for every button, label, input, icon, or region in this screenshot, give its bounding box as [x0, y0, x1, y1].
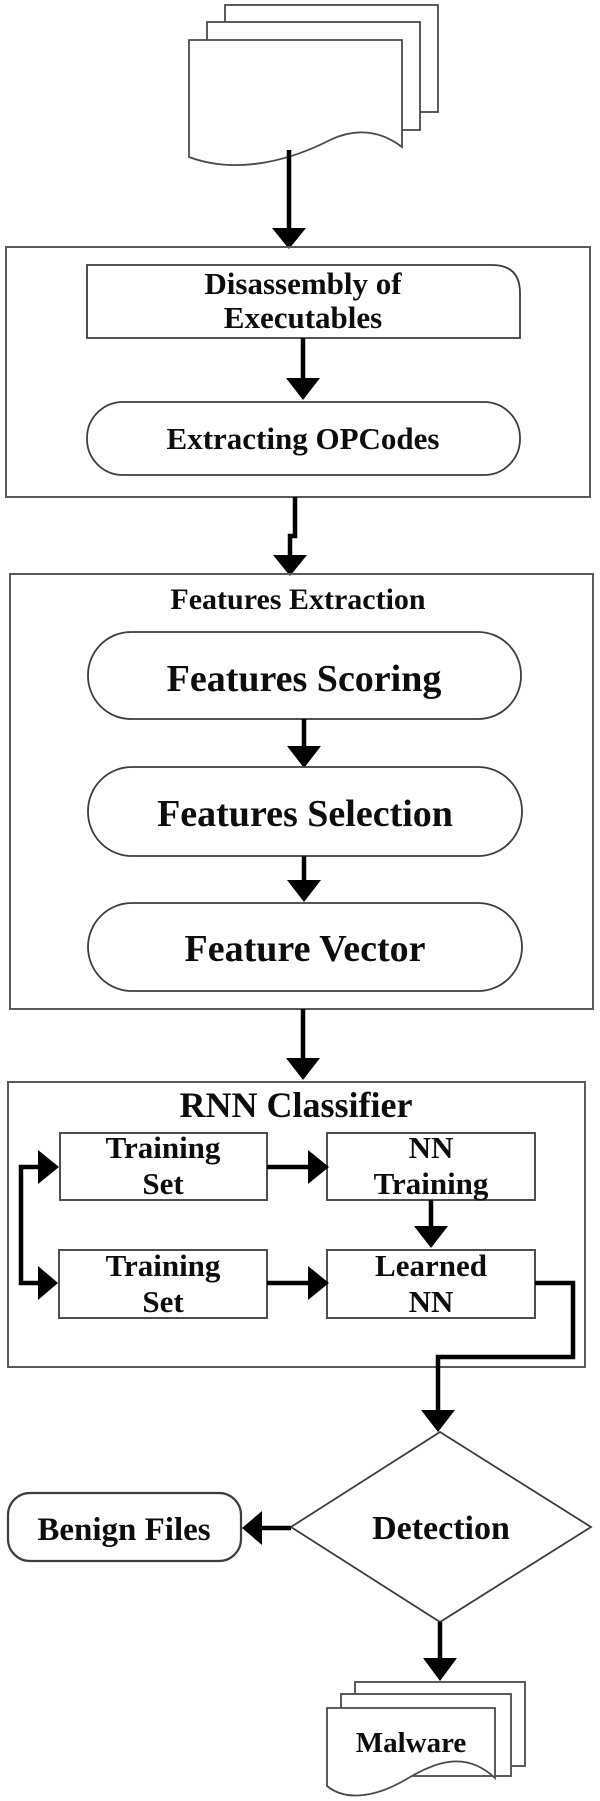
learned-nn-line1: Learned	[375, 1248, 487, 1283]
disassembly-label-line2: Executables	[224, 300, 382, 335]
training-sets-loop-connector	[18, 1150, 59, 1300]
arrow-input-to-disassembly	[272, 150, 306, 249]
arrow-preprocessing-to-features	[273, 497, 307, 576]
malware-label: Malware	[356, 1727, 467, 1759]
feature-vector-label: Feature Vector	[185, 928, 426, 970]
arrow-scoring-to-selection	[287, 719, 321, 768]
training-set-top-line2: Set	[142, 1166, 184, 1201]
arrow-learnednn-to-detection	[421, 1280, 576, 1432]
arrow-trainingset2-to-learnednn	[267, 1266, 329, 1300]
extracting-opcodes-label: Extracting OPCodes	[167, 421, 440, 456]
nn-training-line1: NN	[409, 1130, 454, 1165]
feature-vector-node	[87, 902, 523, 992]
document-sheet-front	[188, 39, 403, 167]
features-extraction-title: Features Extraction	[170, 583, 426, 616]
arrow-trainingset-to-nntraining	[267, 1150, 329, 1184]
benign-files-node	[6, 1491, 243, 1563]
arrow-selection-to-vector	[287, 856, 321, 902]
disassembly-node	[86, 264, 521, 339]
training-set-top-line1: Training	[106, 1130, 221, 1165]
benign-files-label: Benign Files	[37, 1512, 210, 1548]
arrow-disassembly-to-extracting	[286, 338, 320, 400]
input-files-multidocument-icon	[188, 4, 439, 167]
features-scoring-label: Features Scoring	[167, 658, 442, 700]
training-set-bottom-node	[58, 1249, 268, 1319]
extracting-opcodes-node	[86, 401, 521, 476]
training-set-top-node	[59, 1132, 268, 1201]
arrow-features-to-rnn	[286, 1009, 320, 1080]
nn-training-line2: Training	[374, 1166, 489, 1201]
malware-sheet-front	[326, 1707, 496, 1797]
rnn-classifier-title: RNN Classifier	[180, 1085, 413, 1125]
detection-label: Detection	[372, 1510, 510, 1547]
arrow-detection-to-benign	[242, 1511, 291, 1545]
rnn-classifier-container	[7, 1081, 586, 1368]
learned-nn-node	[326, 1249, 536, 1319]
disassembly-label-line1: Disassembly of	[204, 266, 402, 301]
arrow-detection-to-malware	[423, 1622, 457, 1681]
training-set-bottom-line2: Set	[142, 1284, 184, 1319]
preprocessing-container	[5, 246, 591, 498]
arrow-nntraining-to-learnednn	[414, 1200, 448, 1248]
learned-nn-line2: NN	[409, 1284, 454, 1319]
features-selection-label: Features Selection	[157, 793, 453, 835]
malware-multidocument-icon: Malware	[326, 1681, 526, 1797]
training-set-bottom-line1: Training	[106, 1248, 221, 1283]
